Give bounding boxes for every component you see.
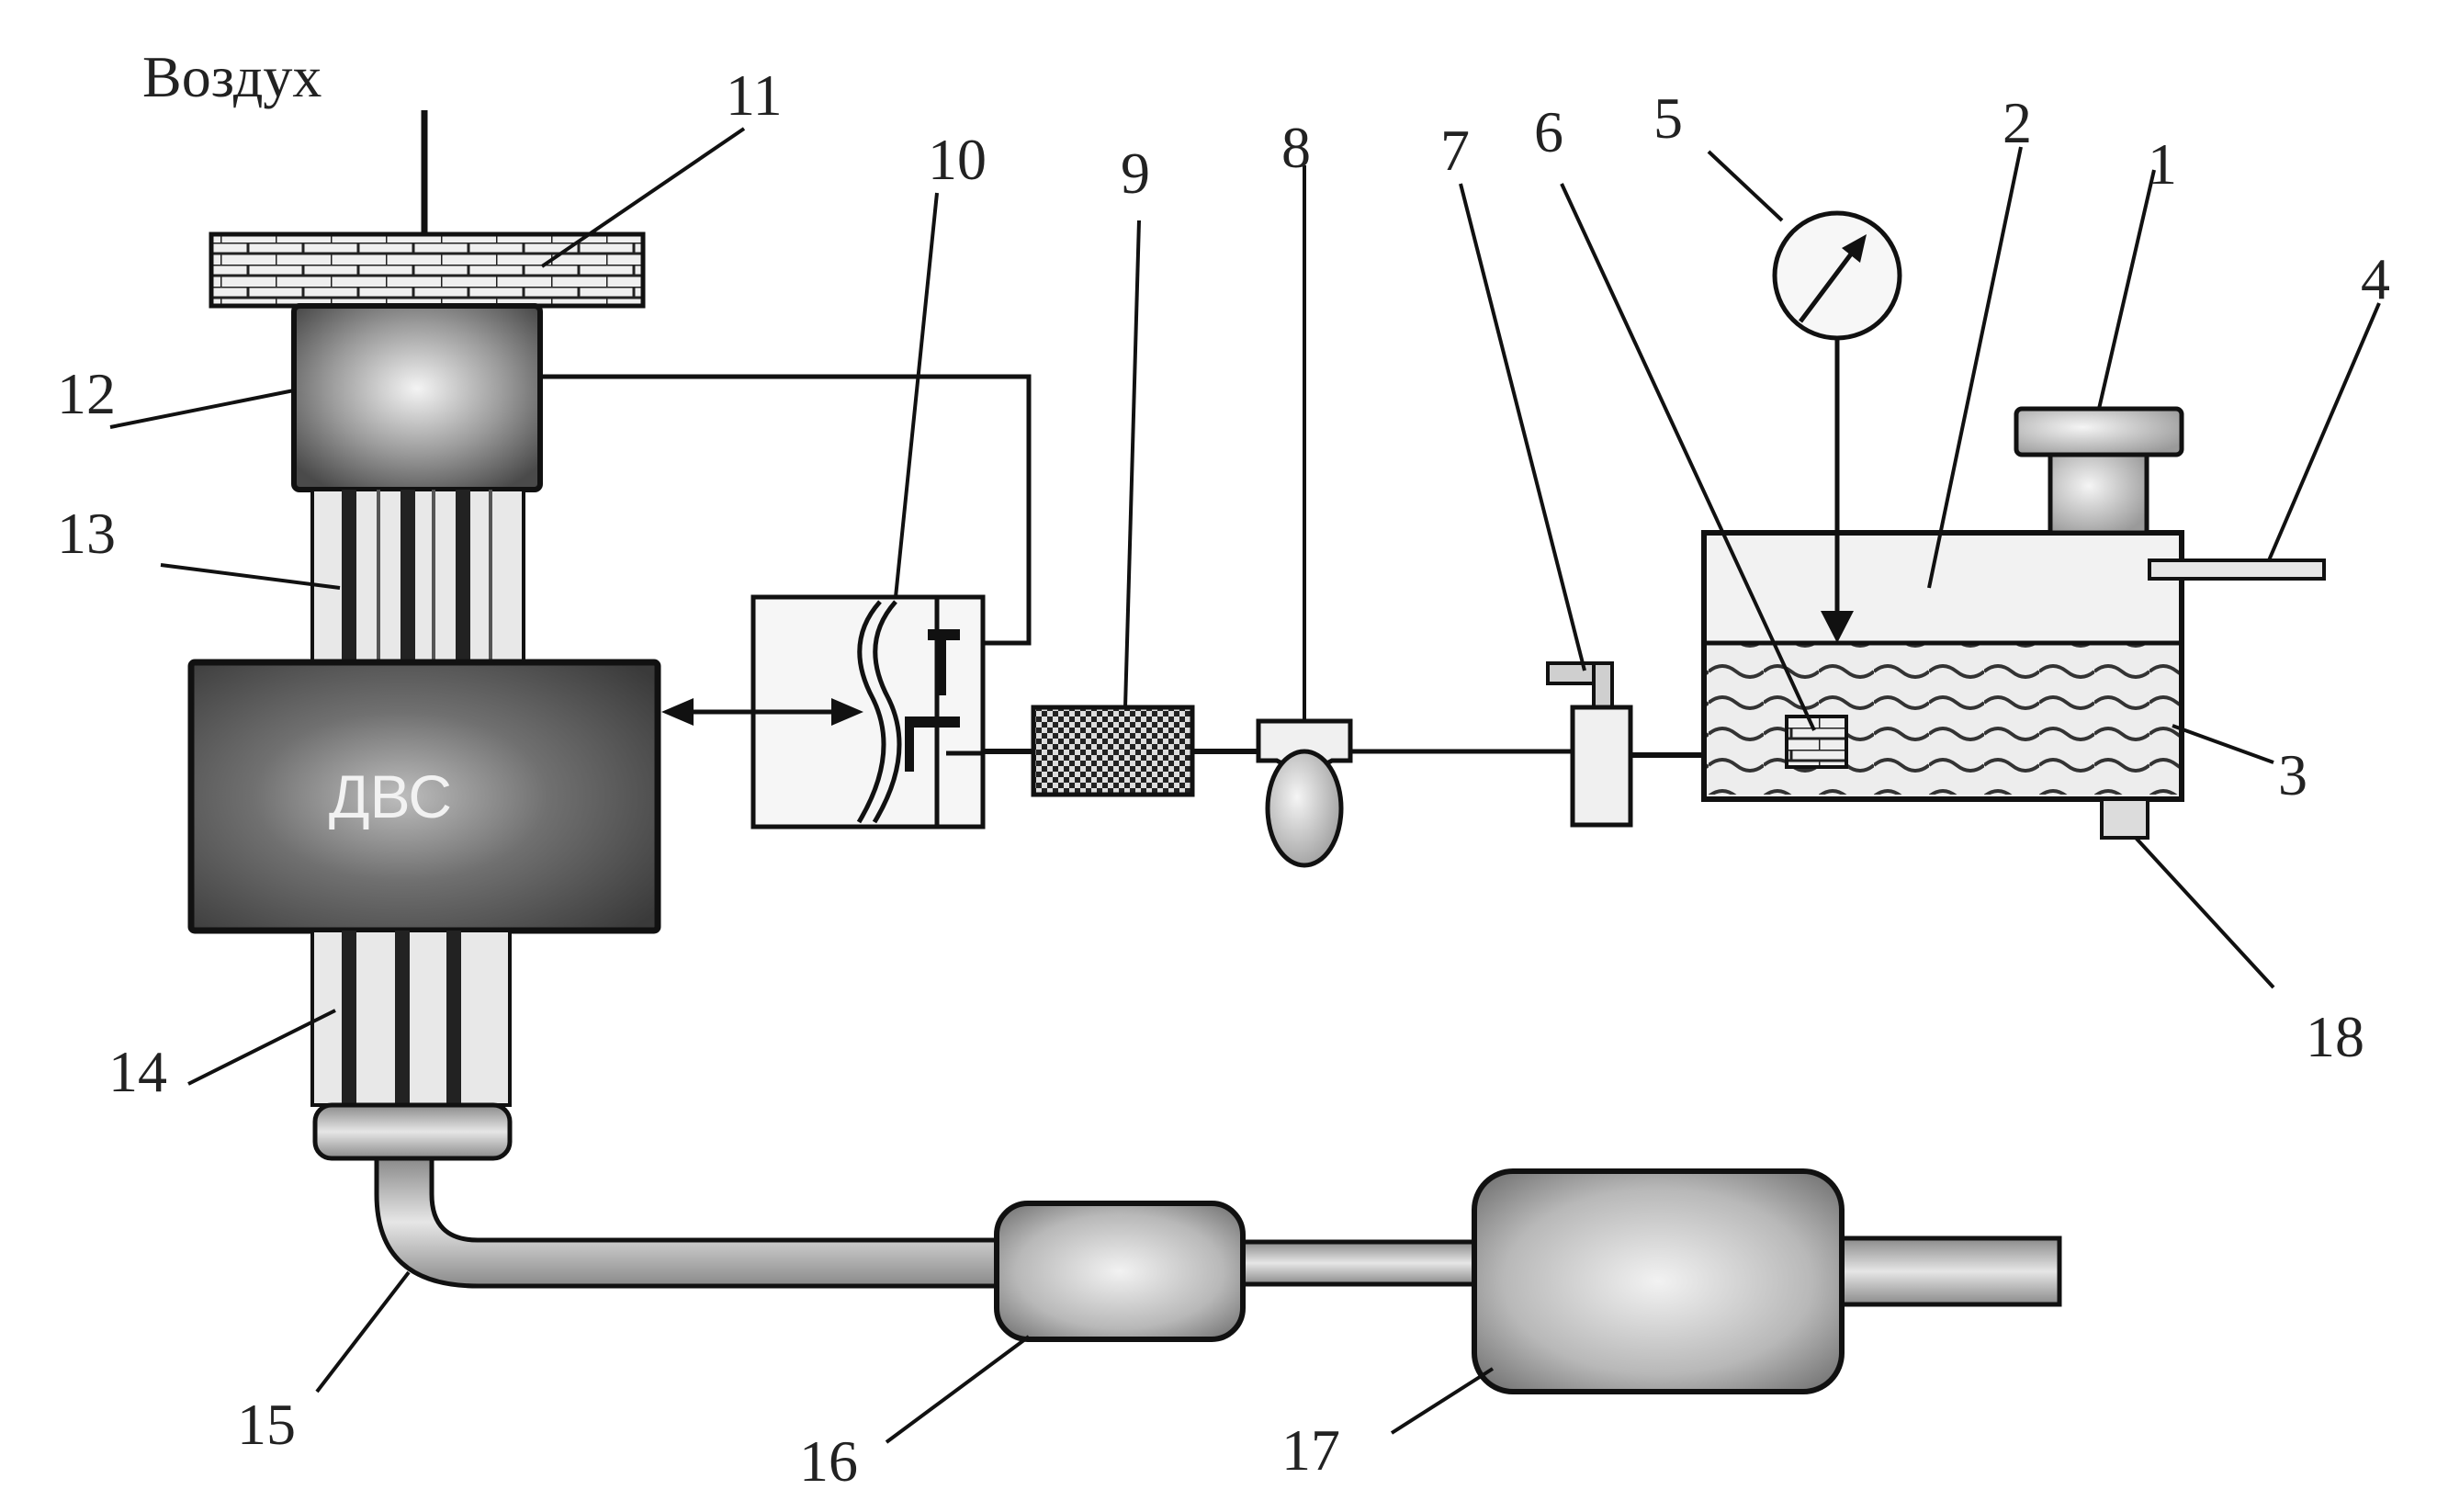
callout-1: 1: [2148, 131, 2177, 197]
exhaust-manifold: [310, 929, 513, 1161]
callout-15: 15: [237, 1392, 296, 1457]
callout-18: 18: [2306, 1004, 2364, 1069]
muffler-front: [994, 1201, 1246, 1342]
muffler-rear: [1472, 1168, 1845, 1394]
fuel-valve: [1546, 661, 1633, 828]
callout-5: 5: [1653, 85, 1683, 151]
callout-leaders: [109, 127, 2381, 1444]
carburetor-block: [291, 303, 543, 492]
fuel-tank: [1701, 406, 2326, 840]
intake-manifold: [310, 488, 525, 664]
callout-13: 13: [57, 501, 116, 566]
fuel-level-gauge: [1772, 210, 1902, 643]
callout-8: 8: [1281, 115, 1311, 180]
callout-12: 12: [57, 361, 116, 426]
callout-2: 2: [2003, 90, 2032, 155]
engine-pump-double-arrow: [661, 698, 863, 726]
callout-17: 17: [1281, 1417, 1340, 1483]
sediment-filter: [1256, 718, 1353, 868]
callout-10: 10: [928, 127, 987, 192]
callout-7: 7: [1440, 118, 1470, 183]
engine-label: ДВС: [329, 762, 452, 830]
callout-14: 14: [108, 1039, 167, 1104]
fine-fuel-filter: [1031, 705, 1195, 797]
callout-6: 6: [1534, 99, 1563, 164]
air-label: Воздух: [142, 44, 322, 109]
callout-9: 9: [1121, 141, 1150, 206]
vacuum-line: [540, 374, 1032, 646]
callout-11: 11: [726, 62, 783, 128]
callout-16: 16: [799, 1428, 858, 1494]
callout-3: 3: [2278, 742, 2307, 807]
air-filter: [209, 231, 646, 309]
callout-4: 4: [2361, 246, 2390, 311]
